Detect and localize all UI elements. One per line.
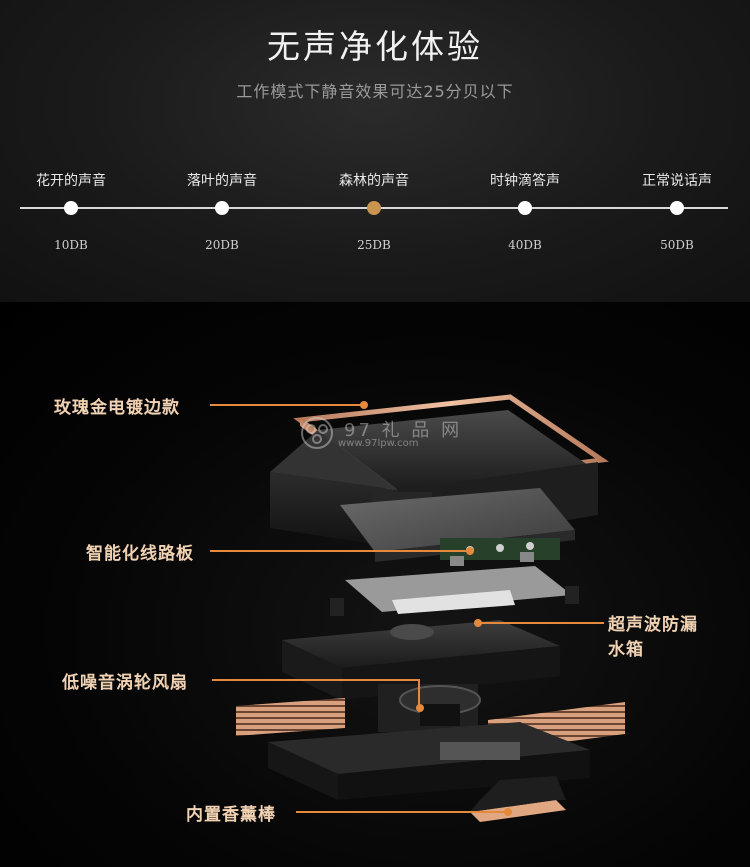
callout-leader <box>210 404 362 406</box>
callout-leader-dot <box>474 619 482 627</box>
scale-stop-label: 落叶的声音 <box>187 173 257 189</box>
scale-stop-4: 时钟滴答声 40DB <box>465 0 585 302</box>
exploded-device-illustration <box>236 394 625 822</box>
turbo-fan <box>378 684 481 732</box>
callout-leader-dot <box>466 547 474 555</box>
watermark: 97 礼 品 网 www.97lpw.com <box>298 412 468 458</box>
watermark-text: 97 礼 品 网 <box>344 420 463 441</box>
callout-leader-dot <box>360 401 368 409</box>
callout-leader <box>210 550 468 552</box>
watermark-logo-icon <box>301 417 333 449</box>
section-subtitle: 工作模式下静音效果可达25分贝以下 <box>236 82 514 101</box>
callout-leader-vertical <box>418 679 420 706</box>
scale-stop-1: 花开的声音 10DB <box>11 0 131 302</box>
scale-stop-dot <box>518 201 532 215</box>
scale-stop-db: 20DB <box>205 238 239 252</box>
callout-tank-line1: 超声波防漏 <box>608 615 698 635</box>
scale-stop-label: 花开的声音 <box>36 173 106 189</box>
callout-tank-line2: 水箱 <box>608 640 644 660</box>
scale-stop-dot <box>215 201 229 215</box>
callout-aroma: 内置香薰棒 <box>186 805 276 825</box>
scale-stop-dot-active <box>367 201 381 215</box>
callout-smart-board: 智能化线路板 <box>86 544 194 564</box>
watermark-url: www.97lpw.com <box>338 438 419 449</box>
scale-stop-3: 森林的声音 25DB <box>314 0 434 302</box>
scale-stop-label: 森林的声音 <box>339 173 409 189</box>
scale-stop-5: 正常说话声 50DB <box>617 0 737 302</box>
scale-stop-db: 10DB <box>54 238 88 252</box>
aroma-stick <box>470 776 566 822</box>
middle-plate <box>330 566 579 616</box>
scale-stop-dot <box>64 201 78 215</box>
callout-tank: 超声波防漏 水箱 <box>608 610 698 660</box>
callout-rose-gold-edge: 玫瑰金电镀边款 <box>54 398 180 418</box>
callout-leader-dot <box>504 808 512 816</box>
device-base <box>268 722 590 800</box>
noise-section: 无声净化体验 工作模式下静音效果可达25分贝以下 花开的声音 10DB 落叶的声… <box>0 0 750 302</box>
callout-fan: 低噪音涡轮风扇 <box>62 673 188 693</box>
scale-stop-db: 50DB <box>660 238 694 252</box>
scale-stop-label: 时钟滴答声 <box>490 173 560 189</box>
scale-stop-dot <box>670 201 684 215</box>
scale-stop-db: 25DB <box>357 238 391 252</box>
callout-leader <box>296 811 506 813</box>
scale-stop-2: 落叶的声音 20DB <box>162 0 282 302</box>
callout-leader <box>478 622 604 624</box>
scale-stop-label: 正常说话声 <box>642 173 712 189</box>
callout-leader-dot <box>416 704 424 712</box>
scale-stop-db: 40DB <box>508 238 542 252</box>
section-title: 无声净化体验 <box>267 27 483 66</box>
callout-leader <box>212 679 418 681</box>
